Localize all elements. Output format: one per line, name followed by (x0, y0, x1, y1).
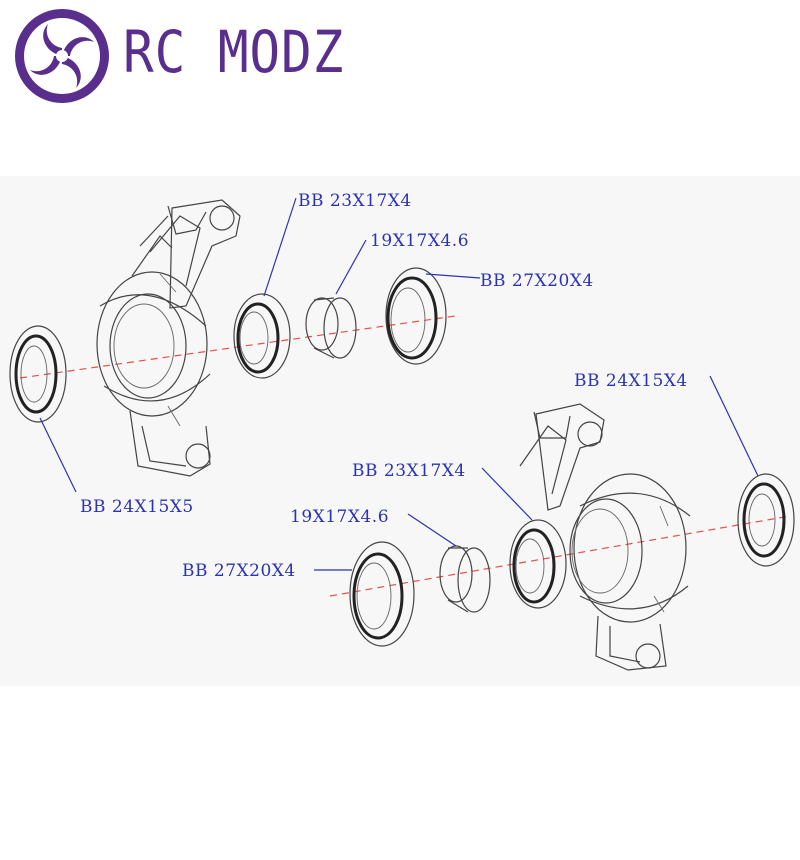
leader-spacer-bottom (407, 513, 457, 547)
lower-assembly-axis (329, 515, 791, 597)
upper-bearing-23x17x4 (233, 293, 291, 379)
callout-bb-27x20x4-bottom: BB 27X20X4 (182, 561, 296, 581)
leader-bb-23x17x4-bottom (481, 467, 533, 521)
lower-bearing-23x17x4 (509, 519, 567, 609)
leader-bb-27x20x4-top (425, 273, 481, 279)
lower-bearing-27x20x4 (349, 541, 415, 647)
leader-bb-24x15x5 (39, 417, 77, 493)
callout-spacer-19x17x4-6-bottom: 19X17X4.6 (290, 507, 389, 527)
exploded-bearing-diagram: BB 23X17X4 19X17X4.6 BB 27X20X4 BB 24X15… (9, 191, 795, 671)
rc-modz-logo-icon (15, 9, 109, 103)
lower-spacer-19x17x4-6 (439, 545, 491, 613)
callout-bb-23x17x4-top: BB 23X17X4 (298, 191, 412, 211)
upper-spacer-19x17x4-6 (305, 297, 357, 359)
callout-bb-23x17x4-bottom: BB 23X17X4 (352, 461, 466, 481)
lower-steering-knuckle (519, 403, 691, 671)
callout-bb-24x15x5-left: BB 24X15X5 (80, 497, 194, 517)
leader-bb-23x17x4-top (263, 197, 297, 297)
upper-steering-knuckle (96, 199, 241, 477)
brand-name: RC MODZ (123, 18, 345, 86)
exploded-diagram-panel: BB 23X17X4 19X17X4.6 BB 27X20X4 BB 24X15… (0, 176, 800, 686)
leader-bb-24x15x4 (709, 375, 759, 477)
upper-bearing-27x20x4 (385, 267, 447, 365)
bearing-24x15x5 (9, 325, 67, 423)
leader-spacer-top (335, 239, 367, 295)
callout-spacer-19x17x4-6-top: 19X17X4.6 (370, 231, 469, 251)
callout-bb-27x20x4-top: BB 27X20X4 (480, 271, 594, 291)
bearing-24x15x4 (737, 473, 795, 567)
callout-bb-24x15x4-right: BB 24X15X4 (574, 371, 688, 391)
